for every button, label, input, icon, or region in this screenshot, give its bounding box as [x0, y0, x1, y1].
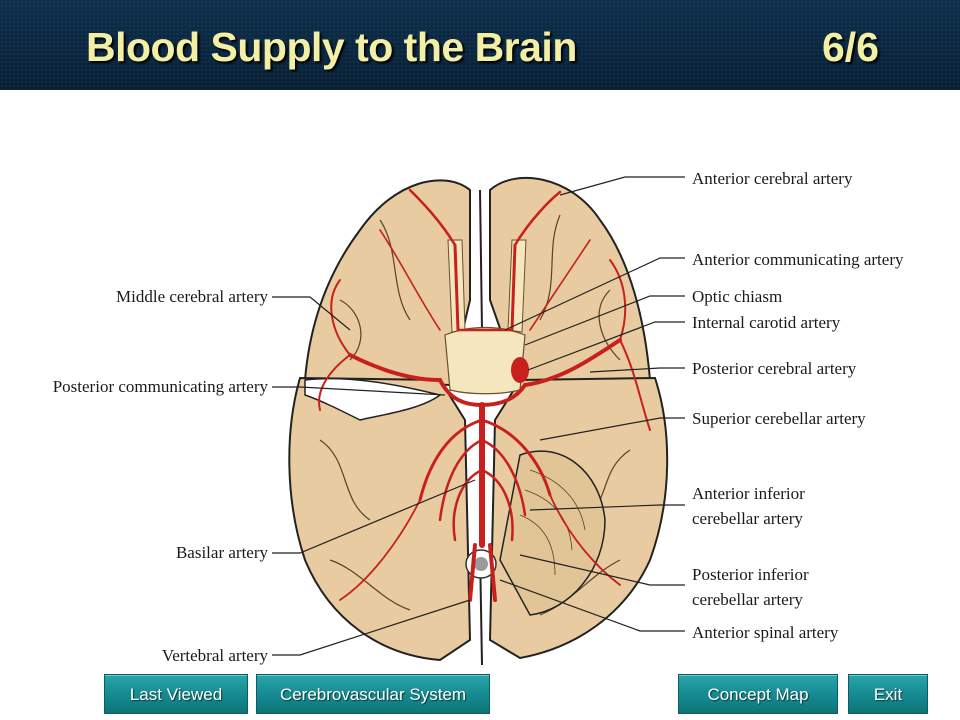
label-middle-cerebral-artery: Middle cerebral artery	[116, 287, 268, 306]
cerebrovascular-system-button[interactable]: Cerebrovascular System	[256, 674, 490, 714]
left-frontal-lobe	[303, 179, 471, 387]
label-optic-chiasm: Optic chiasm	[692, 287, 783, 306]
label-anterior-communicating-artery: Anterior communicating artery	[692, 250, 904, 269]
optic-chiasm-structure	[444, 326, 526, 395]
label-posterior-inferior-cerebellar-artery-line1: Posterior inferior	[692, 565, 809, 584]
label-anterior-spinal-artery: Anterior spinal artery	[692, 623, 839, 642]
label-superior-cerebellar-artery: Superior cerebellar artery	[692, 409, 866, 428]
label-anterior-inferior-cerebellar-artery-line1: Anterior inferior	[692, 484, 805, 503]
label-basilar-artery: Basilar artery	[175, 543, 268, 562]
slide-number: 6/6	[822, 24, 879, 70]
exit-button[interactable]: Exit	[848, 674, 928, 714]
label-anterior-cerebral-artery: Anterior cerebral artery	[692, 169, 853, 188]
brain-diagram	[272, 176, 685, 666]
label-posterior-inferior-cerebellar-artery-line2: cerebellar artery	[692, 590, 803, 609]
label-posterior-cerebral-artery: Posterior cerebral artery	[692, 359, 857, 378]
right-frontal-lobe	[489, 177, 652, 387]
internal-carotid-stump	[511, 357, 529, 383]
label-anterior-inferior-cerebellar-artery-line2: cerebellar artery	[692, 509, 803, 528]
label-posterior-communicating-artery: Posterior communicating artery	[52, 377, 268, 396]
slide-header: Blood Supply to the Brain 6/6	[0, 0, 960, 90]
slide-title: Blood Supply to the Brain	[86, 24, 577, 70]
last-viewed-button[interactable]: Last Viewed	[104, 674, 248, 714]
concept-map-button[interactable]: Concept Map	[678, 674, 838, 714]
label-vertebral-artery: Vertebral artery	[161, 646, 268, 665]
brain-figure: Anterior cerebral artery Anterior commun…	[0, 90, 960, 670]
label-internal-carotid-artery: Internal carotid artery	[692, 313, 841, 332]
cerebellum	[499, 450, 606, 616]
left-temporal-lobe	[288, 376, 472, 662]
